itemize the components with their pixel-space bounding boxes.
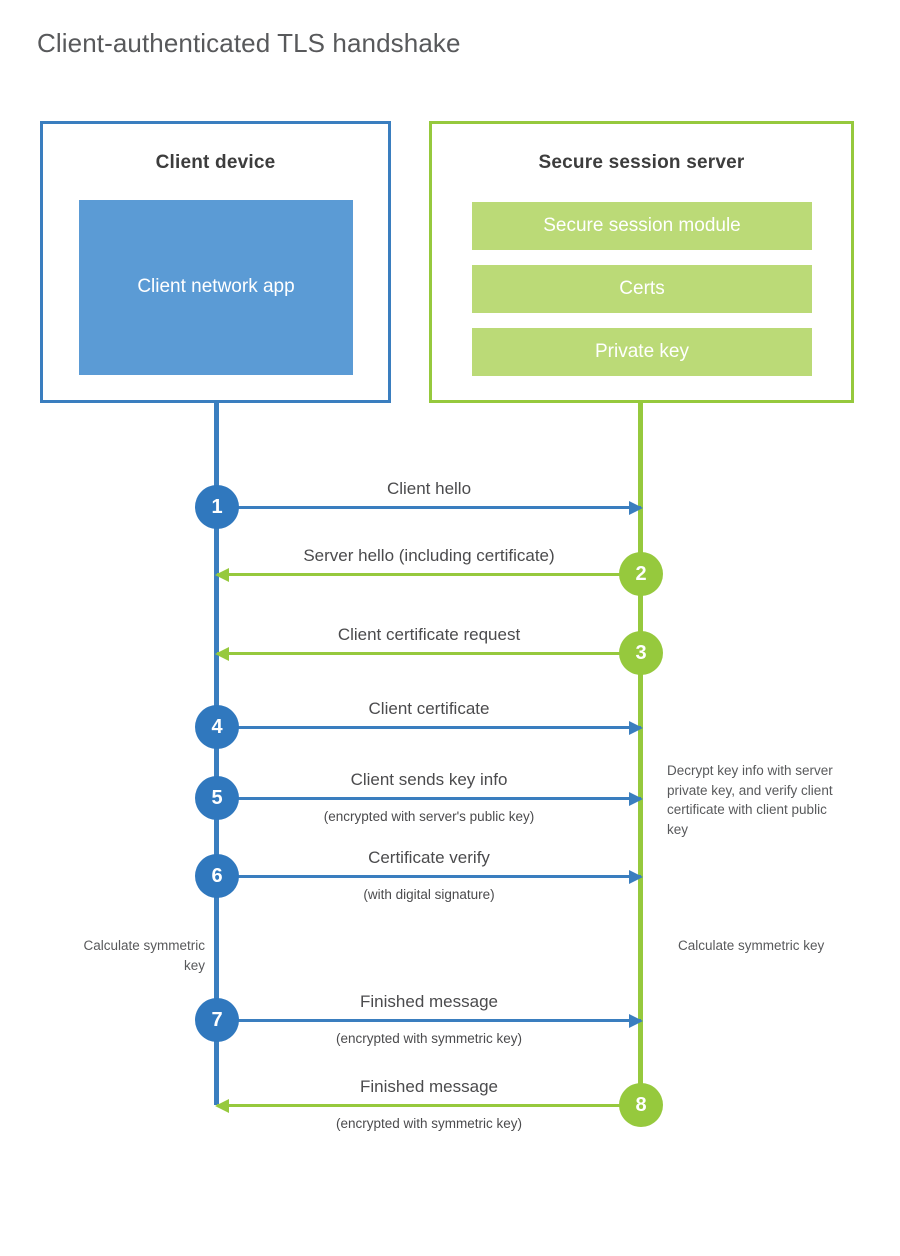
message-label-5: Client sends key info xyxy=(350,770,508,789)
page-title: Client-authenticated TLS handshake xyxy=(37,28,461,58)
step-circle-1[interactable]: 1 xyxy=(195,485,239,529)
message-label-4: Client certificate xyxy=(368,699,490,718)
step-circle-6[interactable]: 6 xyxy=(195,854,239,898)
message-label-3: Client certificate request xyxy=(337,625,521,644)
message-arrow-2 xyxy=(215,567,641,582)
client-device-box: Client device Client network app xyxy=(40,121,391,403)
message-arrow-3 xyxy=(215,646,641,661)
secure-session-server-box: Secure session server Secure session mod… xyxy=(429,121,854,403)
step-circle-5[interactable]: 5 xyxy=(195,776,239,820)
step-circle-8[interactable]: 8 xyxy=(619,1083,663,1127)
message-arrow-1 xyxy=(217,500,643,515)
message-label-6: Certificate verify xyxy=(368,848,490,867)
secure-session-server-title: Secure session server xyxy=(538,152,745,173)
message-label-8: Finished message xyxy=(360,1077,498,1096)
step-circle-7[interactable]: 7 xyxy=(195,998,239,1042)
server-lifeline xyxy=(638,403,643,1105)
server-block-secure-session-module: Secure session module xyxy=(472,202,812,250)
client-lifeline xyxy=(214,403,219,1105)
step-circle-3[interactable]: 3 xyxy=(619,631,663,675)
message-label-2: Server hello (including certificate) xyxy=(303,546,555,565)
message-arrow-7 xyxy=(217,1013,643,1028)
server-block-certs: Certs xyxy=(472,265,812,313)
message-label-7: Finished message xyxy=(360,992,498,1011)
client-network-app-block: Client network app xyxy=(79,200,353,375)
server-calculate-symmetric-key-annotation: Calculate symmetric key xyxy=(678,938,825,953)
message-sublabel-6: (with digital signature) xyxy=(363,887,495,902)
message-sublabel-5: (encrypted with server's public key) xyxy=(323,809,535,824)
message-arrow-4 xyxy=(217,720,643,735)
message-arrow-8 xyxy=(215,1098,641,1113)
server-decrypt-annotation: Decrypt key info with server private key… xyxy=(667,763,833,837)
client-device-title: Client device xyxy=(155,152,276,173)
message-label-1: Client hello xyxy=(386,479,472,498)
step-circle-2[interactable]: 2 xyxy=(619,552,663,596)
client-calculate-symmetric-key-annotation: Calculate symmetric key xyxy=(83,938,205,973)
message-arrow-6 xyxy=(217,869,643,884)
step-circle-4[interactable]: 4 xyxy=(195,705,239,749)
message-sublabel-8: (encrypted with symmetric key) xyxy=(335,1116,523,1131)
message-arrow-5 xyxy=(217,791,643,806)
server-block-private-key: Private key xyxy=(472,328,812,376)
message-sublabel-7: (encrypted with symmetric key) xyxy=(335,1031,523,1046)
